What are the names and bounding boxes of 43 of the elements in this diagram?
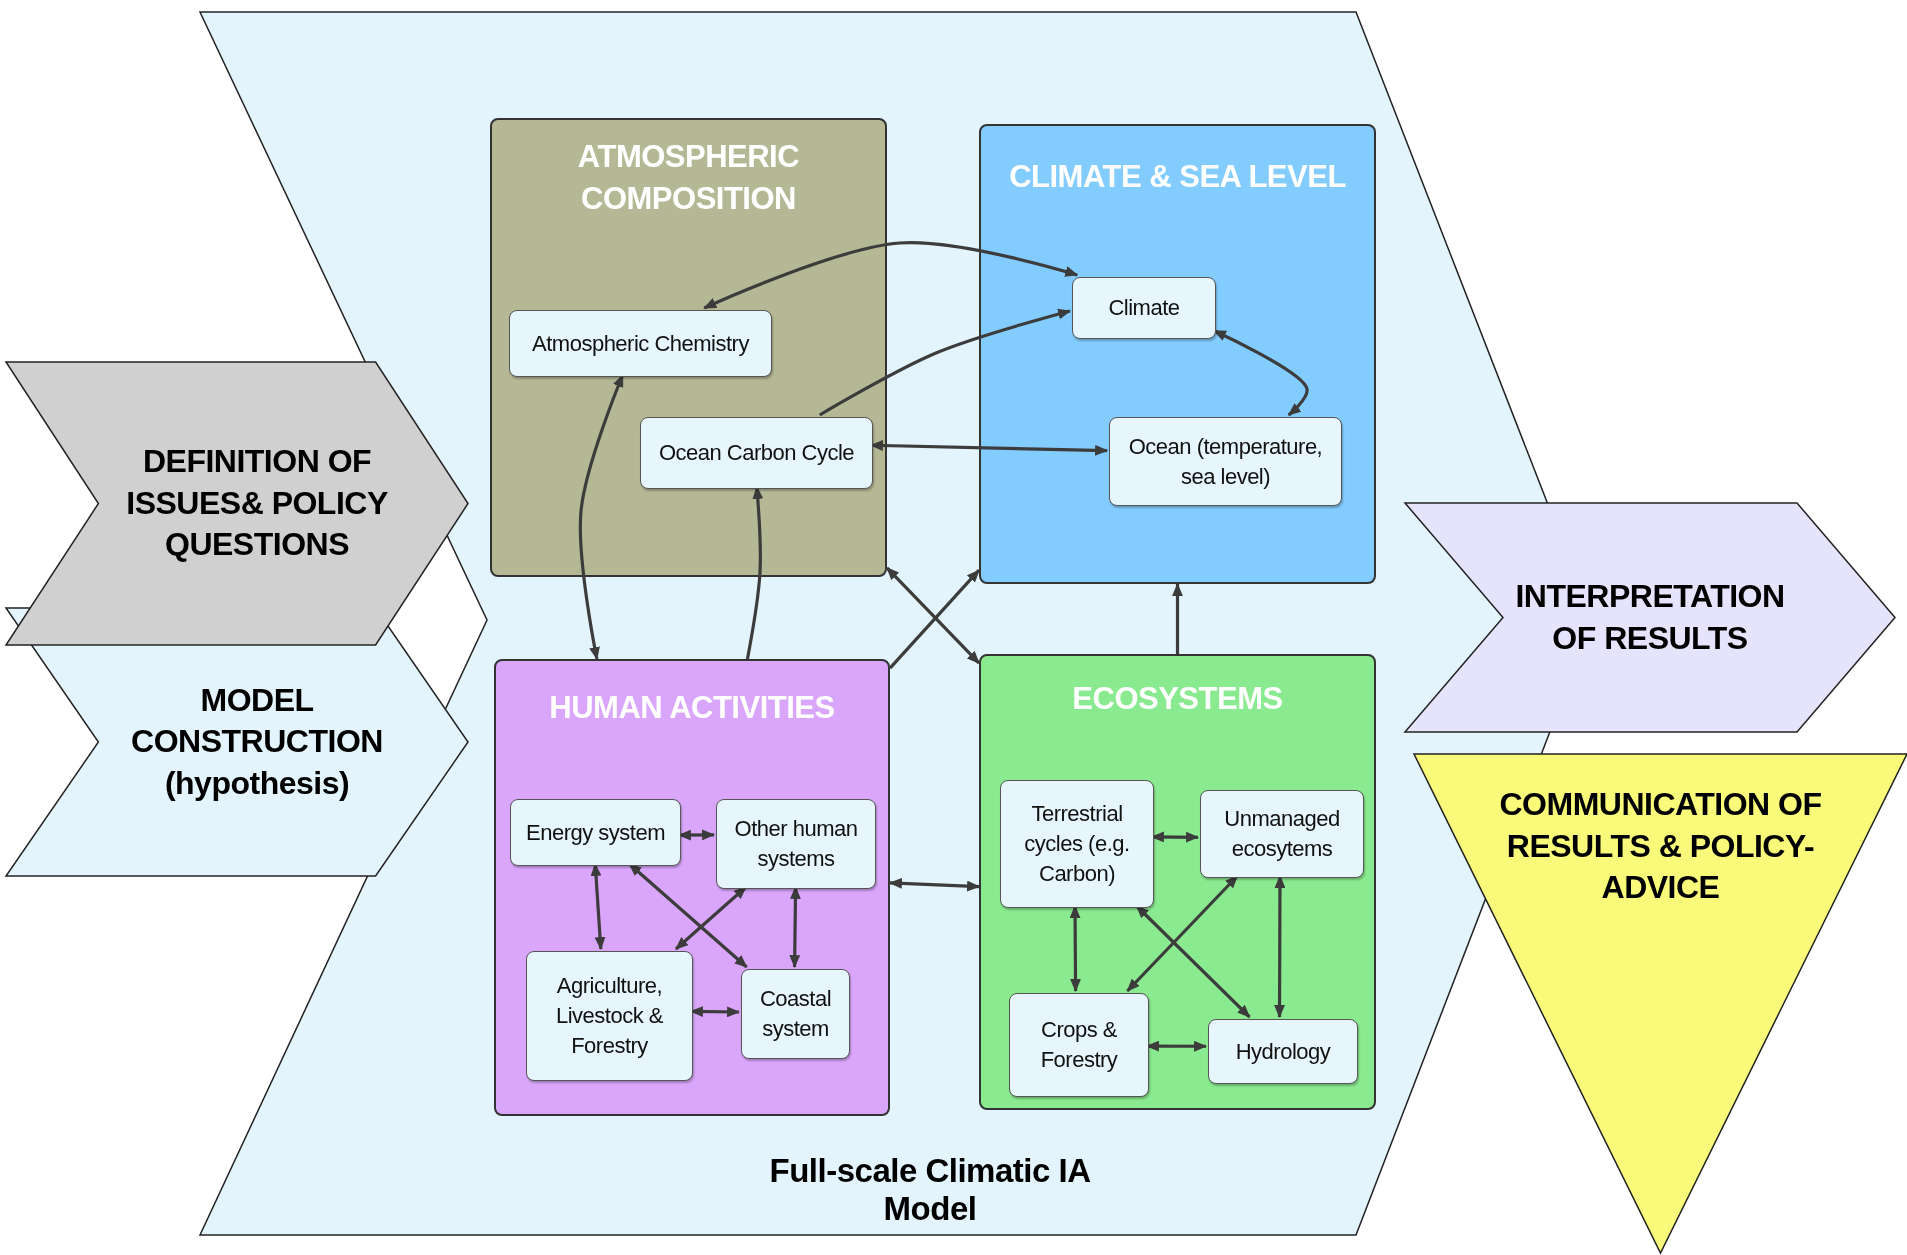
box-label: Crops & Forestry — [1039, 1016, 1119, 1074]
box-label: Coastal system — [758, 985, 833, 1043]
process-box — [509, 310, 772, 377]
process-box — [741, 969, 850, 1059]
panel-title: HUMAN ACTIVITIES — [548, 689, 836, 727]
diagram-caption: Full-scale Climatic IA Model — [768, 1152, 1092, 1228]
arrow — [578, 374, 625, 661]
process-box — [1200, 790, 1364, 878]
group-panel — [494, 659, 890, 1116]
stage-label: MODEL CONSTRUCTION (hypothesis) — [130, 680, 384, 803]
process-box — [1009, 993, 1149, 1097]
box-label: Other human systems — [733, 815, 859, 873]
process-box — [510, 799, 681, 866]
box-label: Terrestrial cycles (e.g. Carbon) — [1023, 800, 1131, 888]
panel-title: CLIMATE & SEA LEVEL — [1008, 158, 1347, 196]
group-panel — [490, 118, 887, 577]
arrow — [888, 878, 981, 892]
box-label: Ocean Carbon Cycle — [657, 439, 856, 468]
box-label: Hydrology — [1234, 1037, 1332, 1066]
process-box — [716, 799, 876, 889]
box-label: Unmanaged ecosytems — [1223, 805, 1341, 863]
group-panel — [979, 654, 1376, 1110]
process-box — [526, 951, 693, 1081]
box-label: Climate — [1107, 294, 1181, 323]
process-box — [1109, 417, 1342, 506]
process-box — [1208, 1019, 1358, 1084]
arrow — [1172, 582, 1183, 654]
arrow — [703, 241, 1079, 310]
stage-label: DEFINITION OF ISSUES& POLICY QUESTIONS — [125, 442, 389, 565]
arrow — [818, 308, 1072, 417]
process-box — [1072, 277, 1216, 339]
stage-label: INTERPRETATION OF RESULTS — [1514, 576, 1786, 658]
stage-label: COMMUNICATION OF RESULTS & POLICY-ADVICE — [1498, 785, 1823, 908]
process-box — [1000, 780, 1154, 908]
box-label: Ocean (temperature, sea level) — [1127, 432, 1324, 491]
panel-title: ATMOSPHERIC COMPOSITION — [576, 138, 801, 218]
process-box — [640, 417, 873, 489]
arrow — [1213, 329, 1309, 417]
group-panel — [979, 124, 1376, 584]
box-label: Atmospheric Chemistry — [531, 329, 751, 358]
panel-title: ECOSYSTEMS — [1071, 680, 1284, 718]
box-label: Energy system — [525, 818, 666, 847]
box-label: Agriculture, Livestock & Forestry — [555, 972, 664, 1060]
